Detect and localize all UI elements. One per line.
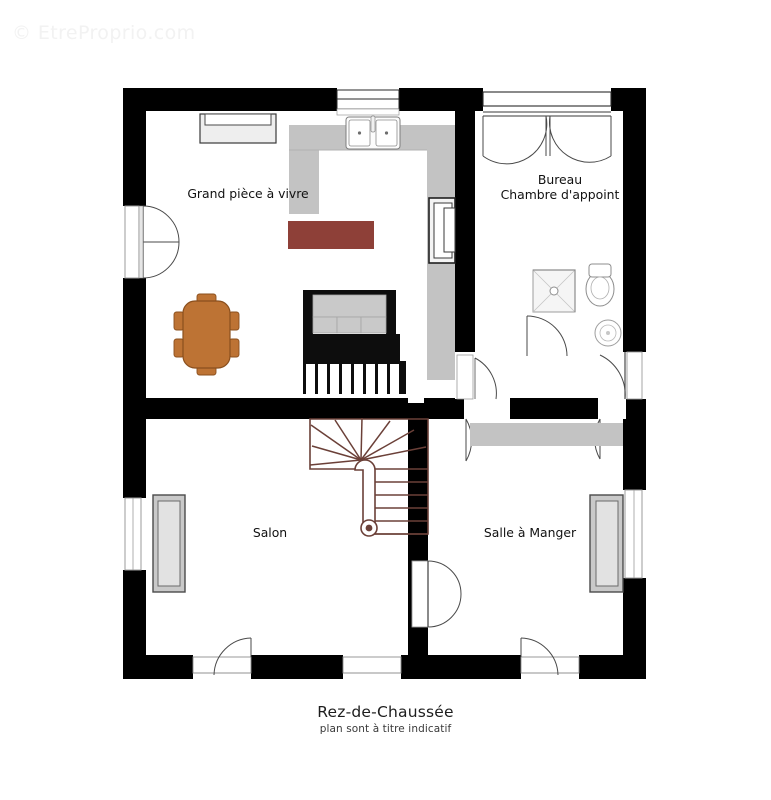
- window-salon-left: [124, 497, 142, 571]
- watermark-etreproprio: © EtreProprio.com: [12, 22, 196, 44]
- door-sam-bottom: [520, 637, 580, 676]
- plan-subtitle: plan sont à titre indicatif: [319, 723, 452, 735]
- door-grand-piece-to-bureau: [456, 354, 497, 400]
- window-sam-right: [624, 489, 643, 579]
- door-salon-bottom: [192, 637, 252, 676]
- armchair-right: [428, 197, 456, 264]
- sofa-grand-piece: [303, 290, 400, 361]
- double-sink: [345, 115, 401, 150]
- sofa-salon-left: [152, 494, 186, 593]
- dining-table: [173, 293, 240, 376]
- area-rug: [288, 221, 374, 249]
- sideboard-sam-top: [470, 423, 623, 446]
- sofa-sam-right: [589, 494, 624, 593]
- staircase-treads-upper: [303, 361, 406, 394]
- toilet: [585, 263, 615, 307]
- winder-staircase: [309, 417, 429, 537]
- window-kitchen-top: [336, 89, 400, 116]
- window-bottom-mid: [342, 656, 402, 674]
- plan-title: Rez-de-Chaussée: [317, 703, 454, 721]
- sideboard-top-left: [199, 113, 277, 144]
- wash-basin: [594, 319, 622, 347]
- door-bathroom: [526, 315, 568, 357]
- double-door-sam-left: [411, 560, 462, 628]
- shower-tray: [532, 269, 576, 313]
- door-bureau-right: [599, 351, 643, 400]
- double-door-grand-piece-left: [124, 205, 180, 279]
- french-window-bureau: [482, 91, 612, 165]
